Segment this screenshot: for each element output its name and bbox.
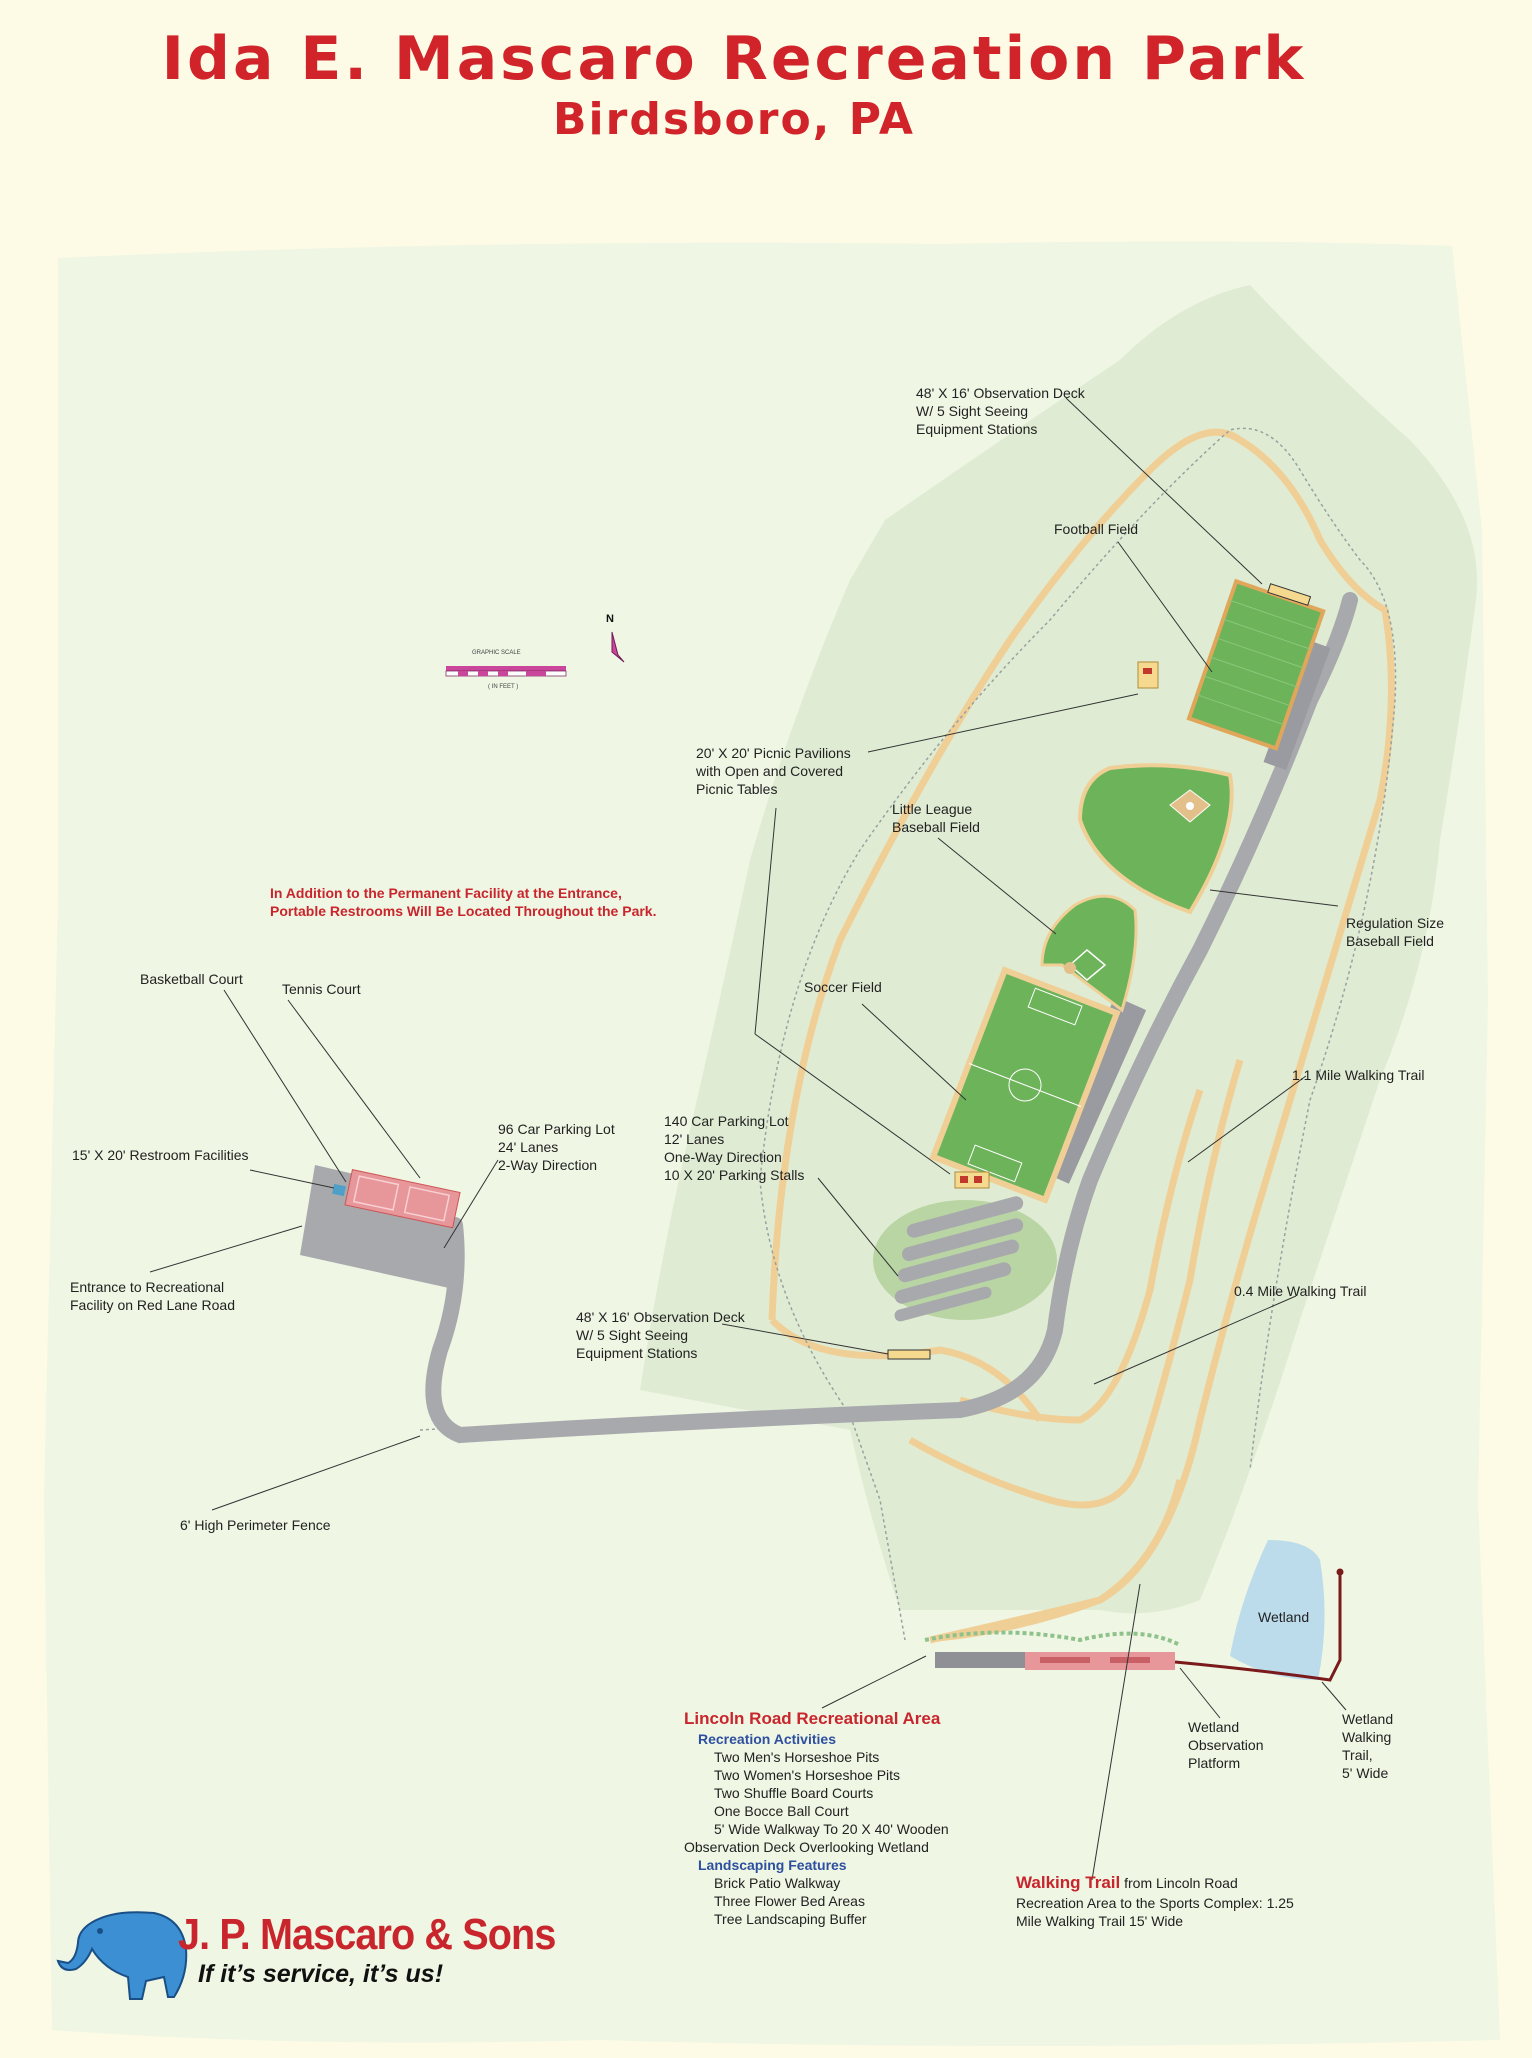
walking-trail-note-title: Walking Trail xyxy=(1016,1873,1121,1892)
restroom-facility xyxy=(332,1183,346,1197)
label-walking-trail-1-1: 1.1 Mile Walking Trail xyxy=(1292,1067,1425,1083)
label-wetland-platform: Wetland Observation Platform xyxy=(1188,1719,1264,1771)
label-little-league: Little League Baseball Field xyxy=(892,801,980,835)
activity-item-tail: Observation Deck Overlooking Wetland xyxy=(684,1839,929,1855)
label-wetland: Wetland xyxy=(1258,1609,1310,1625)
label-football-field: Football Field xyxy=(1054,521,1139,537)
label-regulation-baseball: Regulation Size Baseball Field xyxy=(1346,915,1445,949)
activity-item: One Bocce Ball Court xyxy=(714,1803,849,1819)
label-basketball-court: Basketball Court xyxy=(140,971,243,987)
landscaping-item: Tree Landscaping Buffer xyxy=(714,1911,867,1927)
walking-trail-04 xyxy=(959,1088,1204,1424)
lincoln-heading: Lincoln Road Recreational Area xyxy=(684,1709,941,1728)
leader-lines xyxy=(149,397,1347,1881)
label-wetland-trail: Wetland Walking Trail, 5' Wide xyxy=(1342,1711,1394,1781)
compass-letter: N xyxy=(606,613,614,625)
landscaping-item: Three Flower Bed Areas xyxy=(714,1893,865,1909)
landscaping-heading: Landscaping Features xyxy=(698,1857,847,1873)
map-subtitle: Birdsboro, PA xyxy=(553,94,915,145)
landscaping-item: Brick Patio Walkway xyxy=(714,1875,841,1891)
observation-deck-south xyxy=(887,1349,931,1360)
label-parking-96: 96 Car Parking Lot 24' Lanes 2-Way Direc… xyxy=(498,1121,615,1173)
label-picnic-pavilions: 20' X 20' Picnic Pavilions with Open and… xyxy=(696,745,851,797)
scale-units: ( IN FEET ) xyxy=(488,684,518,690)
map-title: Ida E. Mascaro Recreation Park xyxy=(161,24,1307,94)
basketball-tennis-courts xyxy=(344,1169,461,1229)
recreation-activities-heading: Recreation Activities xyxy=(698,1731,836,1747)
regulation-baseball-field xyxy=(1077,763,1234,915)
scale-label: GRAPHIC SCALE xyxy=(472,650,521,656)
activity-item: Two Women's Horseshoe Pits xyxy=(714,1767,901,1783)
activity-item: Two Shuffle Board Courts xyxy=(714,1785,874,1801)
walking-trail-note: Walking Trail from Lincoln Road Recreati… xyxy=(1016,1872,1346,1930)
graphic-scale: GRAPHIC SCALE ( IN FEET ) xyxy=(445,650,567,690)
walking-trail-outer xyxy=(768,428,1395,1642)
main-road xyxy=(425,592,1358,1444)
compass-icon xyxy=(611,631,625,663)
activity-item: Two Men's Horseshoe Pits xyxy=(714,1749,880,1765)
walking-trail-south xyxy=(929,1479,1184,1644)
little-league-field xyxy=(1040,894,1138,1013)
lincoln-road-info: Lincoln Road Recreational Area Recreatio… xyxy=(684,1708,1044,1928)
wetland-walking-trail xyxy=(1174,1572,1342,1682)
parking-lot-140 xyxy=(894,1196,1024,1322)
lincoln-road-area xyxy=(924,1630,1181,1670)
label-walking-trail-0-4: 0.4 Mile Walking Trail xyxy=(1234,1283,1367,1299)
label-parking-140: 140 Car Parking Lot 12' Lanes One-Way Di… xyxy=(664,1113,805,1183)
label-perimeter-fence: 6' High Perimeter Fence xyxy=(180,1517,331,1533)
label-observation-deck-south: 48' X 16' Observation Deck W/ 5 Sight Se… xyxy=(576,1309,745,1361)
company-tagline: If it’s service, it’s us! xyxy=(198,1960,444,1988)
label-restroom-facilities: 15' X 20' Restroom Facilities xyxy=(72,1147,249,1163)
picnic-pavilion-south xyxy=(954,1171,990,1189)
restroom-note: In Addition to the Permanent Facility at… xyxy=(270,885,657,919)
label-observation-deck-north: 48' X 16' Observation Deck W/ 5 Sight Se… xyxy=(916,385,1085,437)
activity-item: 5' Wide Walkway To 20 X 40' Wooden xyxy=(714,1821,949,1837)
wetland-pond xyxy=(1230,1540,1325,1680)
picnic-pavilion-north xyxy=(1137,661,1159,689)
label-soccer-field: Soccer Field xyxy=(804,979,882,995)
company-name: J. P. Mascaro & Sons xyxy=(178,1910,556,1959)
walking-trail-note-body: from Lincoln Road Recreation Area to the… xyxy=(1016,1875,1294,1929)
elephant-logo-icon xyxy=(56,1911,188,2000)
walking-trail-switchback xyxy=(908,1058,1244,1509)
label-tennis-court: Tennis Court xyxy=(282,981,361,997)
label-entrance: Entrance to Recreational Facility on Red… xyxy=(70,1279,235,1313)
observation-deck-north xyxy=(1267,583,1312,606)
